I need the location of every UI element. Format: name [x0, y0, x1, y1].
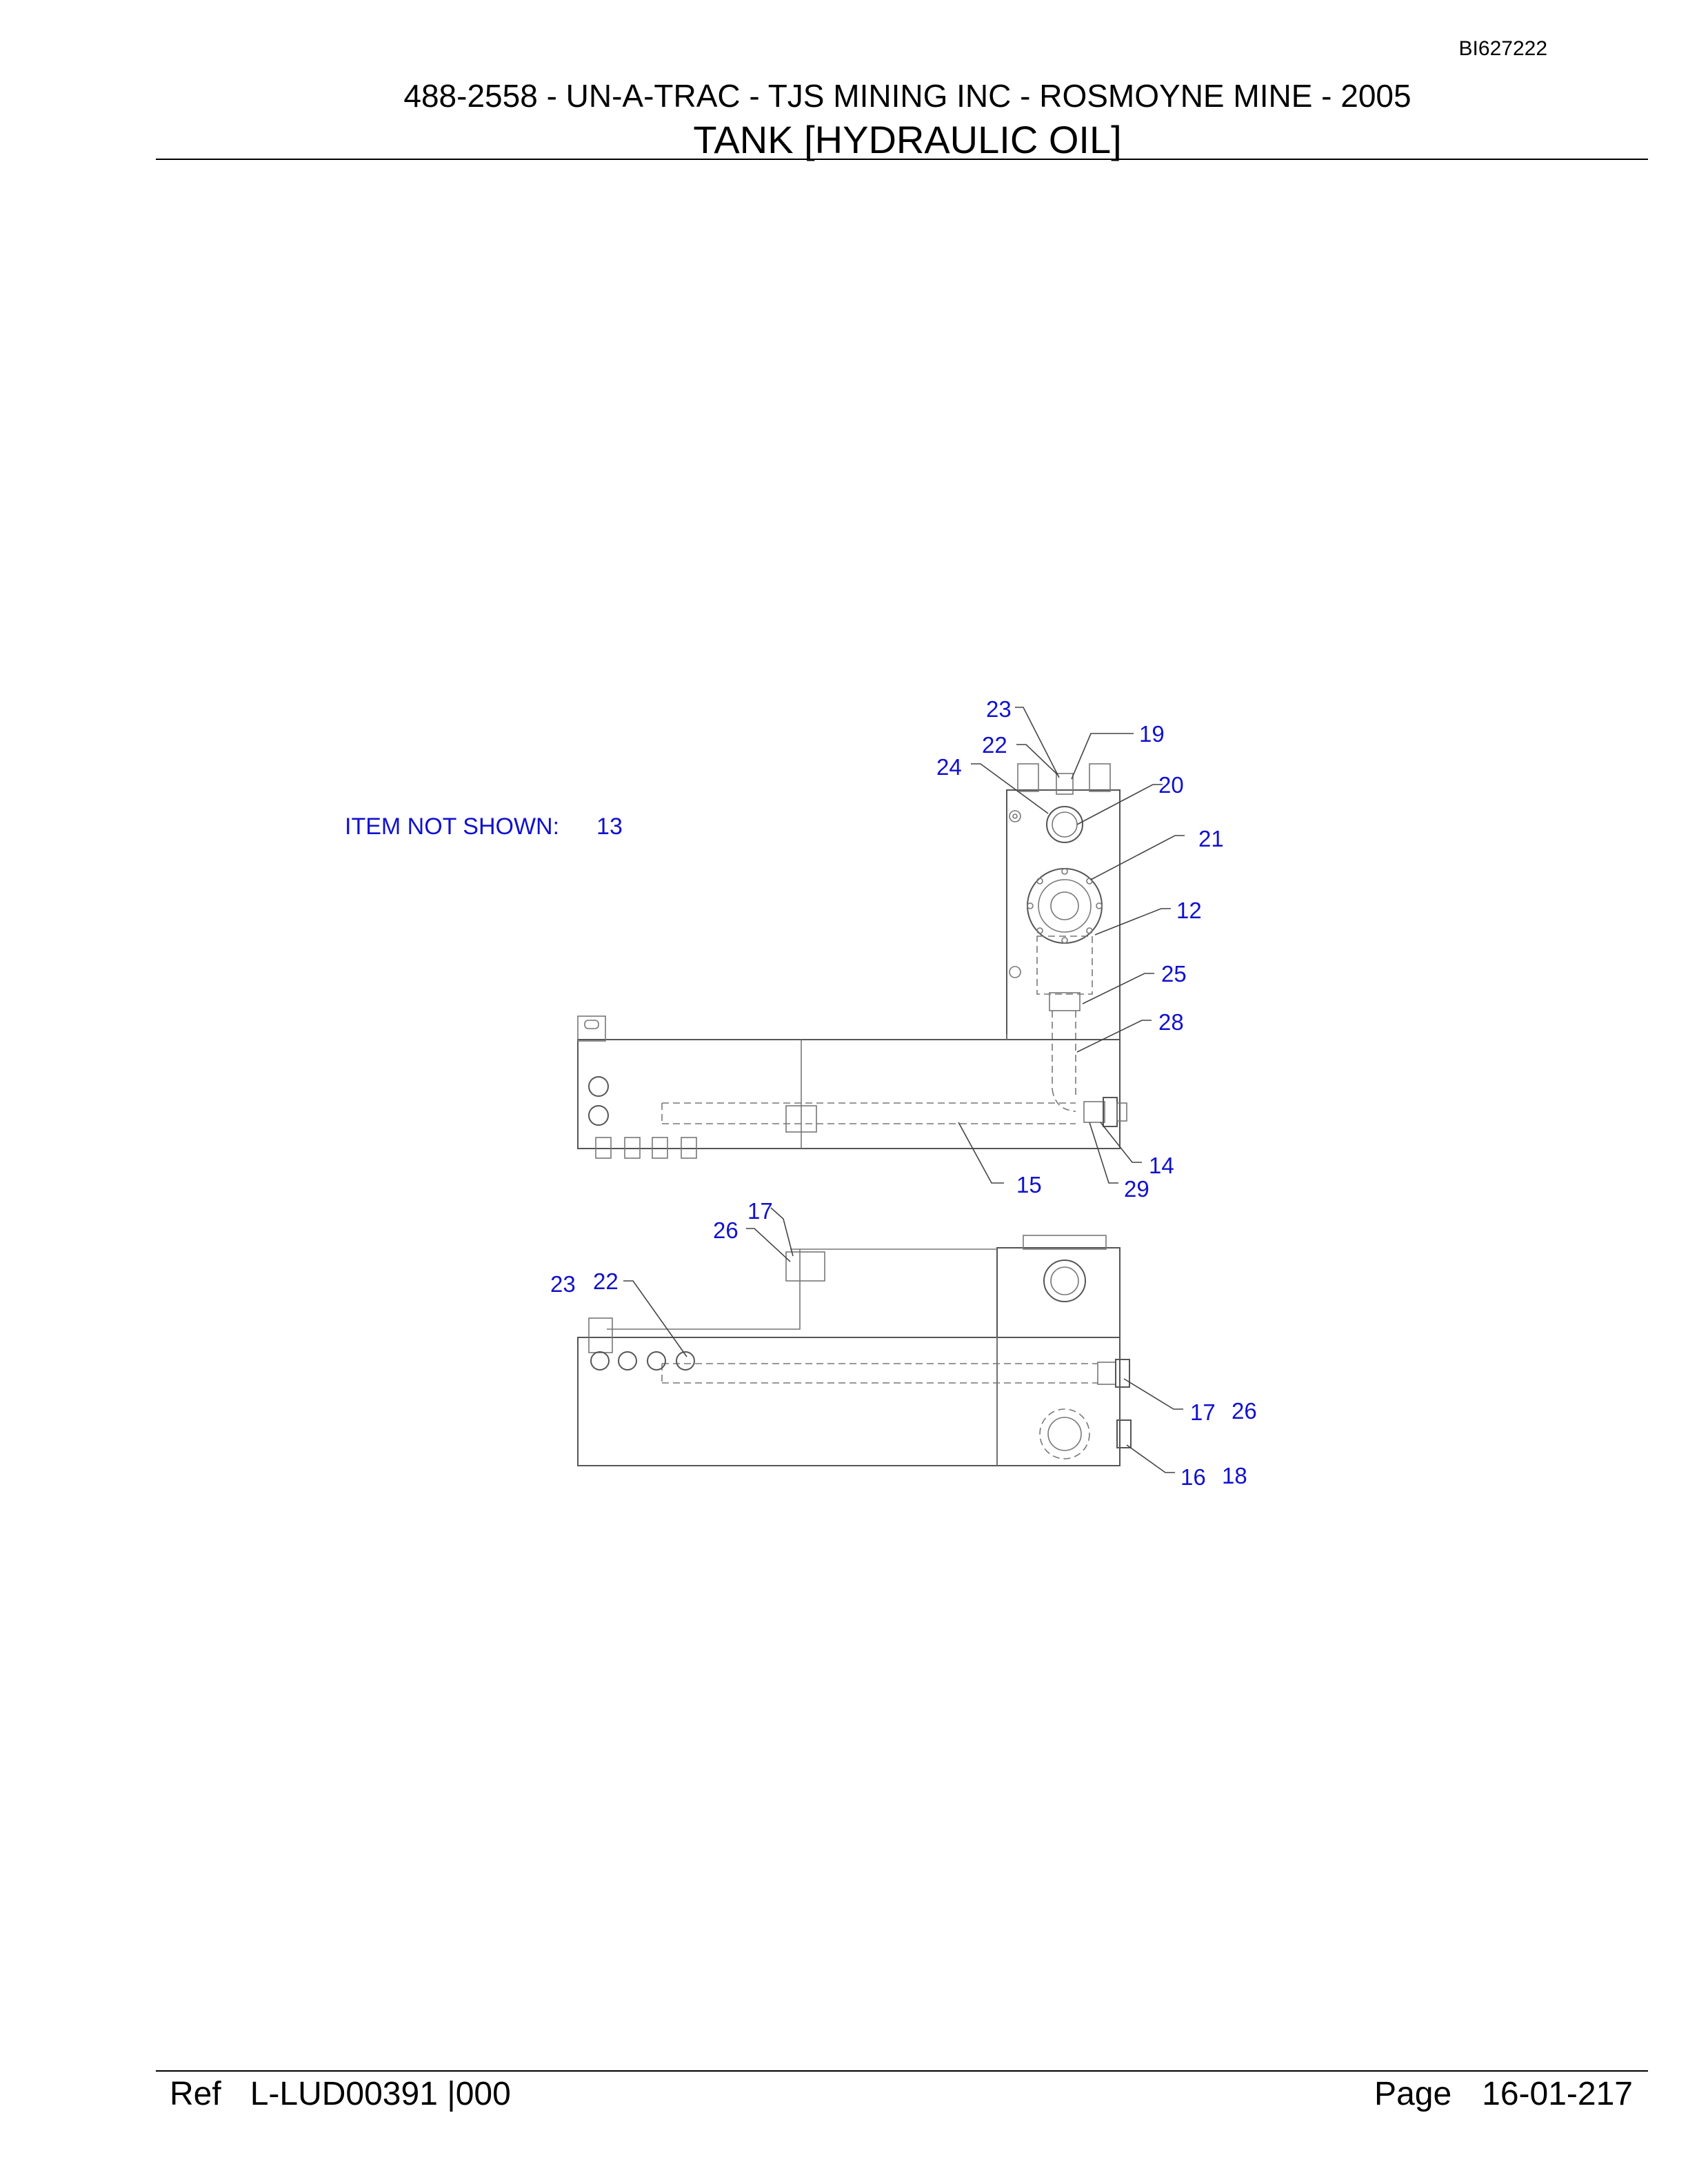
- callout-15: 15: [1016, 1172, 1042, 1197]
- callout-16: 16: [1180, 1464, 1206, 1490]
- footer-reference: Ref L-LUD00391 |000: [170, 2075, 540, 2113]
- callout-26: 26: [713, 1217, 738, 1243]
- callout-leaders: [623, 707, 1185, 1473]
- callout-26: 26: [1232, 1398, 1257, 1424]
- tank-side-view: [577, 1235, 1132, 1466]
- callout-12: 12: [1176, 898, 1202, 923]
- callout-17: 17: [1190, 1399, 1216, 1425]
- tank-top-view: [577, 763, 1127, 1159]
- note-label: ITEM NOT SHOWN:: [345, 813, 560, 840]
- callout-17: 17: [747, 1198, 773, 1224]
- callout-14: 14: [1149, 1153, 1174, 1178]
- note-item-number: 13: [596, 813, 623, 840]
- header-divider: [156, 159, 1648, 160]
- ref-value: L-LUD00391 |000: [250, 2076, 511, 2112]
- callout-29: 29: [1124, 1176, 1149, 1202]
- callout-24: 24: [936, 754, 962, 780]
- page-label: Page: [1374, 2076, 1452, 2112]
- page-subtitle: TANK [HYDRAULIC OIL]: [693, 118, 1122, 161]
- item-not-shown-note: ITEM NOT SHOWN: 13: [345, 813, 623, 840]
- callout-22: 22: [982, 732, 1007, 758]
- callout-25: 25: [1161, 961, 1187, 987]
- document-id: BI627222: [1458, 37, 1547, 60]
- callout-labels: 23 19 22 24 20 21 12 25 28 14 15 29 17 2…: [550, 696, 1257, 1490]
- callout-23: 23: [986, 696, 1012, 722]
- callout-20: 20: [1158, 772, 1184, 798]
- callout-19: 19: [1139, 721, 1165, 747]
- callout-18: 18: [1222, 1463, 1247, 1488]
- footer-page: Page 16-01-217: [1344, 2075, 1633, 2113]
- callout-28: 28: [1158, 1009, 1184, 1035]
- ref-label: Ref: [170, 2076, 221, 2112]
- page-title: 488-2558 - UN-A-TRAC - TJS MINING INC - …: [403, 78, 1411, 114]
- callout-21: 21: [1198, 826, 1224, 851]
- page-number: 16-01-217: [1482, 2076, 1633, 2112]
- callout-22: 22: [593, 1268, 619, 1294]
- footer-divider: [156, 2070, 1648, 2072]
- callout-23: 23: [550, 1271, 576, 1297]
